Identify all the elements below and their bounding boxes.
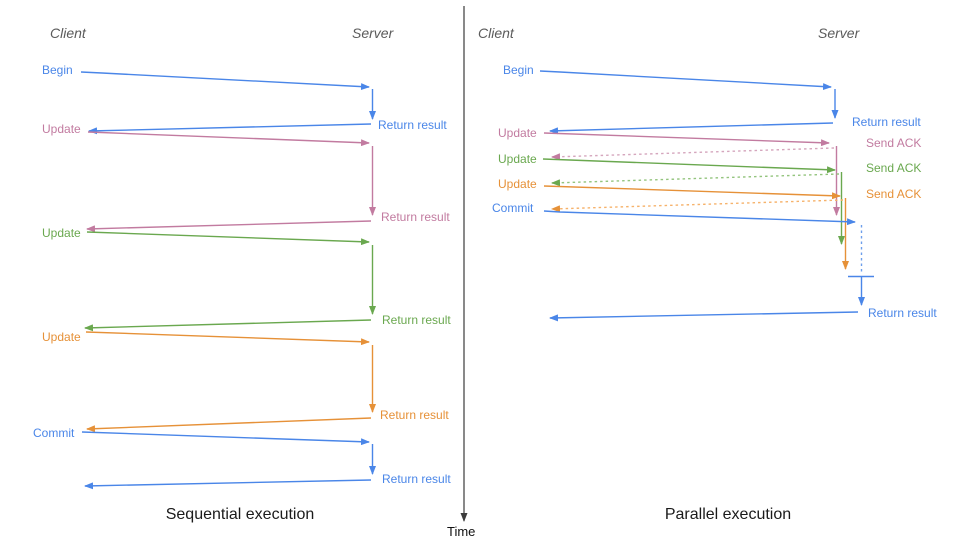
seq-begin-label: Begin — [42, 63, 73, 77]
parallel-server-header: Server — [818, 25, 860, 41]
seq-begin-response — [88, 123, 372, 135]
seq-update1-label: Update — [42, 122, 81, 136]
par-update2-ack — [551, 173, 840, 187]
par-update2-label: Update — [498, 152, 537, 166]
seq-update3-response — [86, 417, 372, 433]
time-axis-label: Time — [447, 524, 476, 539]
par-update1-request — [543, 132, 830, 147]
parallel-caption: Parallel execution — [664, 506, 792, 523]
sequential-caption: Sequential execution — [165, 506, 315, 523]
seq-update1-request — [87, 131, 370, 147]
par-update3-request — [543, 185, 841, 200]
sequential-client-header: Client — [50, 25, 86, 41]
seq-update2-response — [84, 319, 372, 332]
seq-return3-label: Return result — [382, 313, 451, 327]
seq-update2-label: Update — [42, 226, 81, 240]
seq-return5-label: Return result — [382, 472, 451, 486]
seq-return4-label: Return result — [380, 408, 449, 422]
par-ack3-label: Send ACK — [866, 187, 922, 201]
par-update2-request — [542, 158, 836, 174]
par-begin-request — [539, 70, 832, 91]
sequential-server-header: Server — [352, 25, 394, 41]
par-update1-label: Update — [498, 126, 537, 140]
par-ack1-label: Send ACK — [866, 136, 922, 150]
seq-begin-request — [80, 71, 370, 91]
seq-commit-response — [84, 479, 372, 490]
par-return-top-label: Return result — [852, 115, 921, 129]
par-commit-request — [543, 210, 856, 226]
seq-return1-label: Return result — [378, 118, 447, 132]
seq-update2-request — [86, 231, 370, 246]
seq-update3-request — [85, 331, 370, 346]
seq-update1-response — [86, 220, 372, 233]
par-commit-label: Commit — [492, 201, 534, 215]
par-return-bottom-label: Return result — [868, 306, 937, 320]
par-ack2-label: Send ACK — [866, 161, 922, 175]
seq-return2-label: Return result — [381, 210, 450, 224]
par-begin-response — [549, 122, 834, 135]
par-commit-response — [549, 311, 859, 322]
par-update1-ack — [551, 147, 835, 161]
par-begin-label: Begin — [503, 63, 534, 77]
seq-commit-request — [81, 431, 370, 446]
seq-update3-label: Update — [42, 330, 81, 344]
parallel-client-header: Client — [478, 25, 514, 41]
seq-commit-label: Commit — [33, 426, 75, 440]
par-update3-ack — [551, 199, 844, 213]
par-update3-label: Update — [498, 177, 537, 191]
